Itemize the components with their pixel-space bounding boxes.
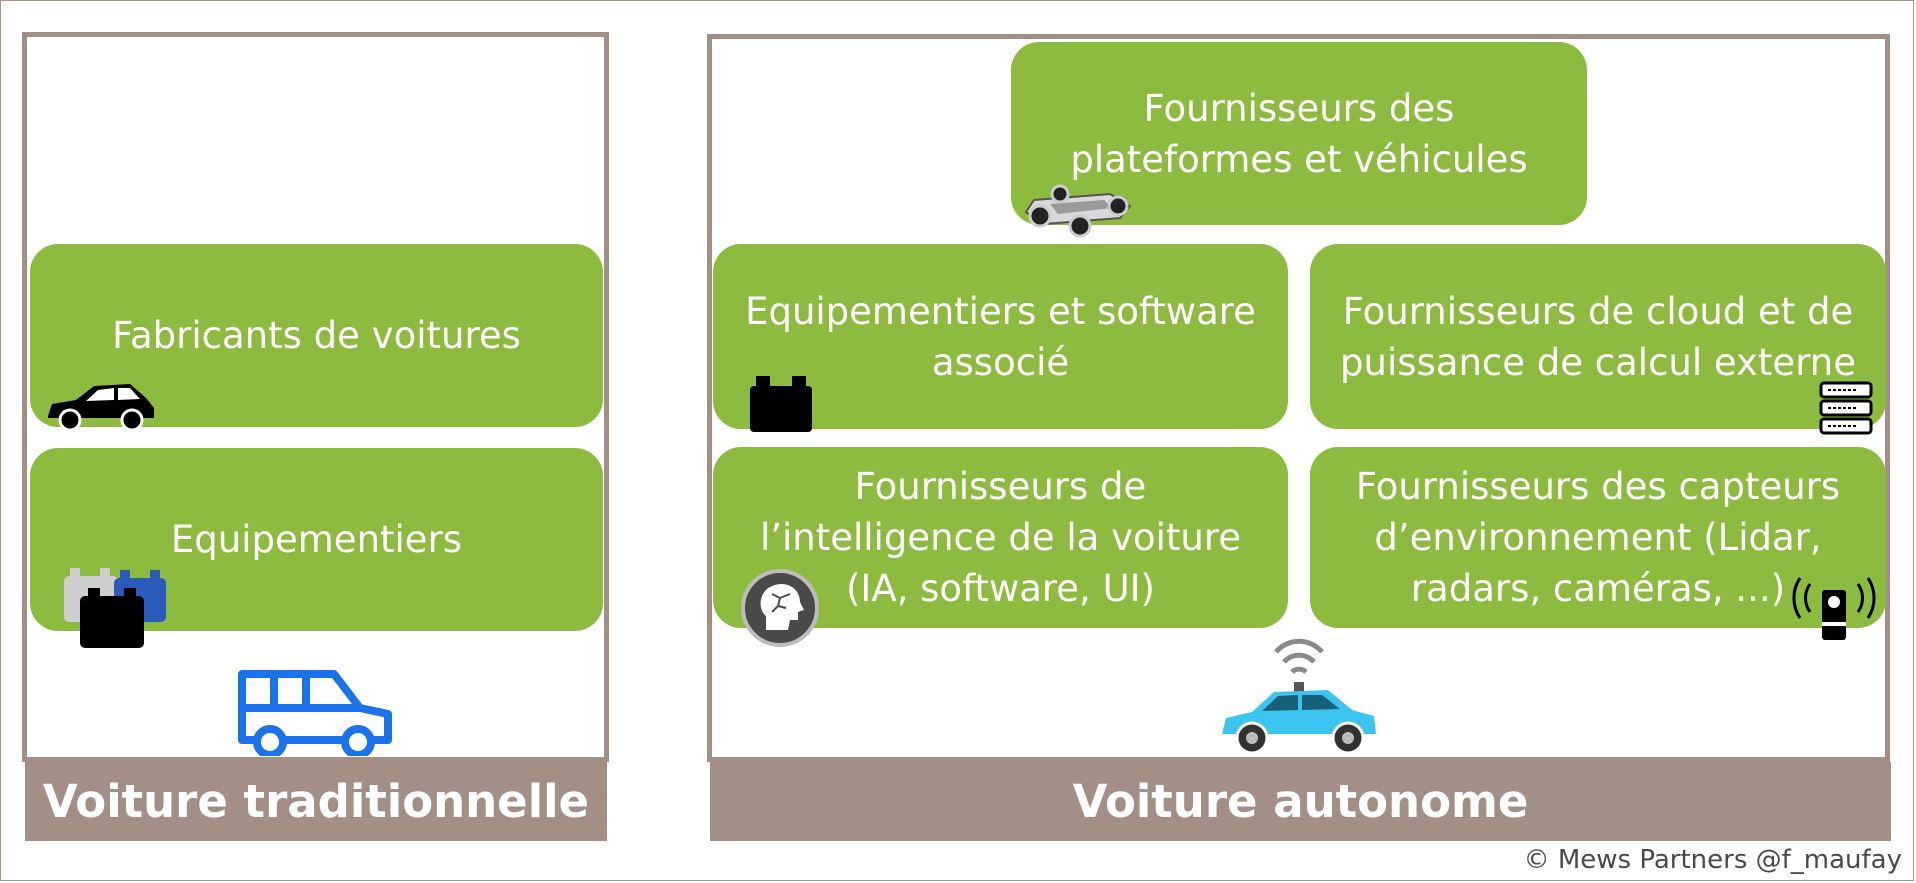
blocks-icon <box>62 566 168 654</box>
sensor-icon <box>1786 568 1882 646</box>
box-platform-suppliers-label: Fournisseurs des plateformes et véhicule… <box>1070 86 1528 181</box>
box-sensor-suppliers: Fournisseurs des capteurs d’environnemen… <box>1310 447 1886 628</box>
box-equipment-software: Equipementiers et software associé <box>713 244 1288 429</box>
car-icon <box>42 380 160 436</box>
box-cloud-suppliers: Fournisseurs de cloud et de puissance de… <box>1310 244 1886 429</box>
connected-car-icon <box>1218 634 1380 762</box>
box-sensor-suppliers-label: Fournisseurs des capteurs d’environnemen… <box>1355 465 1841 610</box>
chassis-icon <box>1020 178 1136 242</box>
van-icon <box>236 668 394 760</box>
box-ai-suppliers: Fournisseurs de l’intelligence de la voi… <box>713 447 1288 628</box>
box-cloud-suppliers-label: Fournisseurs de cloud et de puissance de… <box>1340 289 1856 384</box>
battery-icon <box>748 374 814 438</box>
ai-head-icon <box>740 568 820 652</box>
box-equipment-suppliers-label: Equipementiers <box>170 518 463 561</box>
server-icon <box>1818 380 1874 440</box>
autonomous-car-footer: Voiture autonome <box>710 762 1891 841</box>
box-car-manufacturers-label: Fabricants de voitures <box>112 314 521 357</box>
box-equipment-software-label: Equipementiers et software associé <box>745 289 1256 384</box>
traditional-car-footer: Voiture traditionnelle <box>25 762 607 841</box>
box-equipment-suppliers: Equipementiers <box>30 448 603 631</box>
copyright-notice: © Mews Partners @f_maufay <box>1523 845 1902 875</box>
box-platform-suppliers: Fournisseurs des plateformes et véhicule… <box>1011 42 1587 225</box>
traditional-car-title: Voiture traditionnelle <box>42 775 590 828</box>
autonomous-car-title: Voiture autonome <box>1072 775 1529 828</box>
box-ai-suppliers-label: Fournisseurs de l’intelligence de la voi… <box>759 465 1242 610</box>
